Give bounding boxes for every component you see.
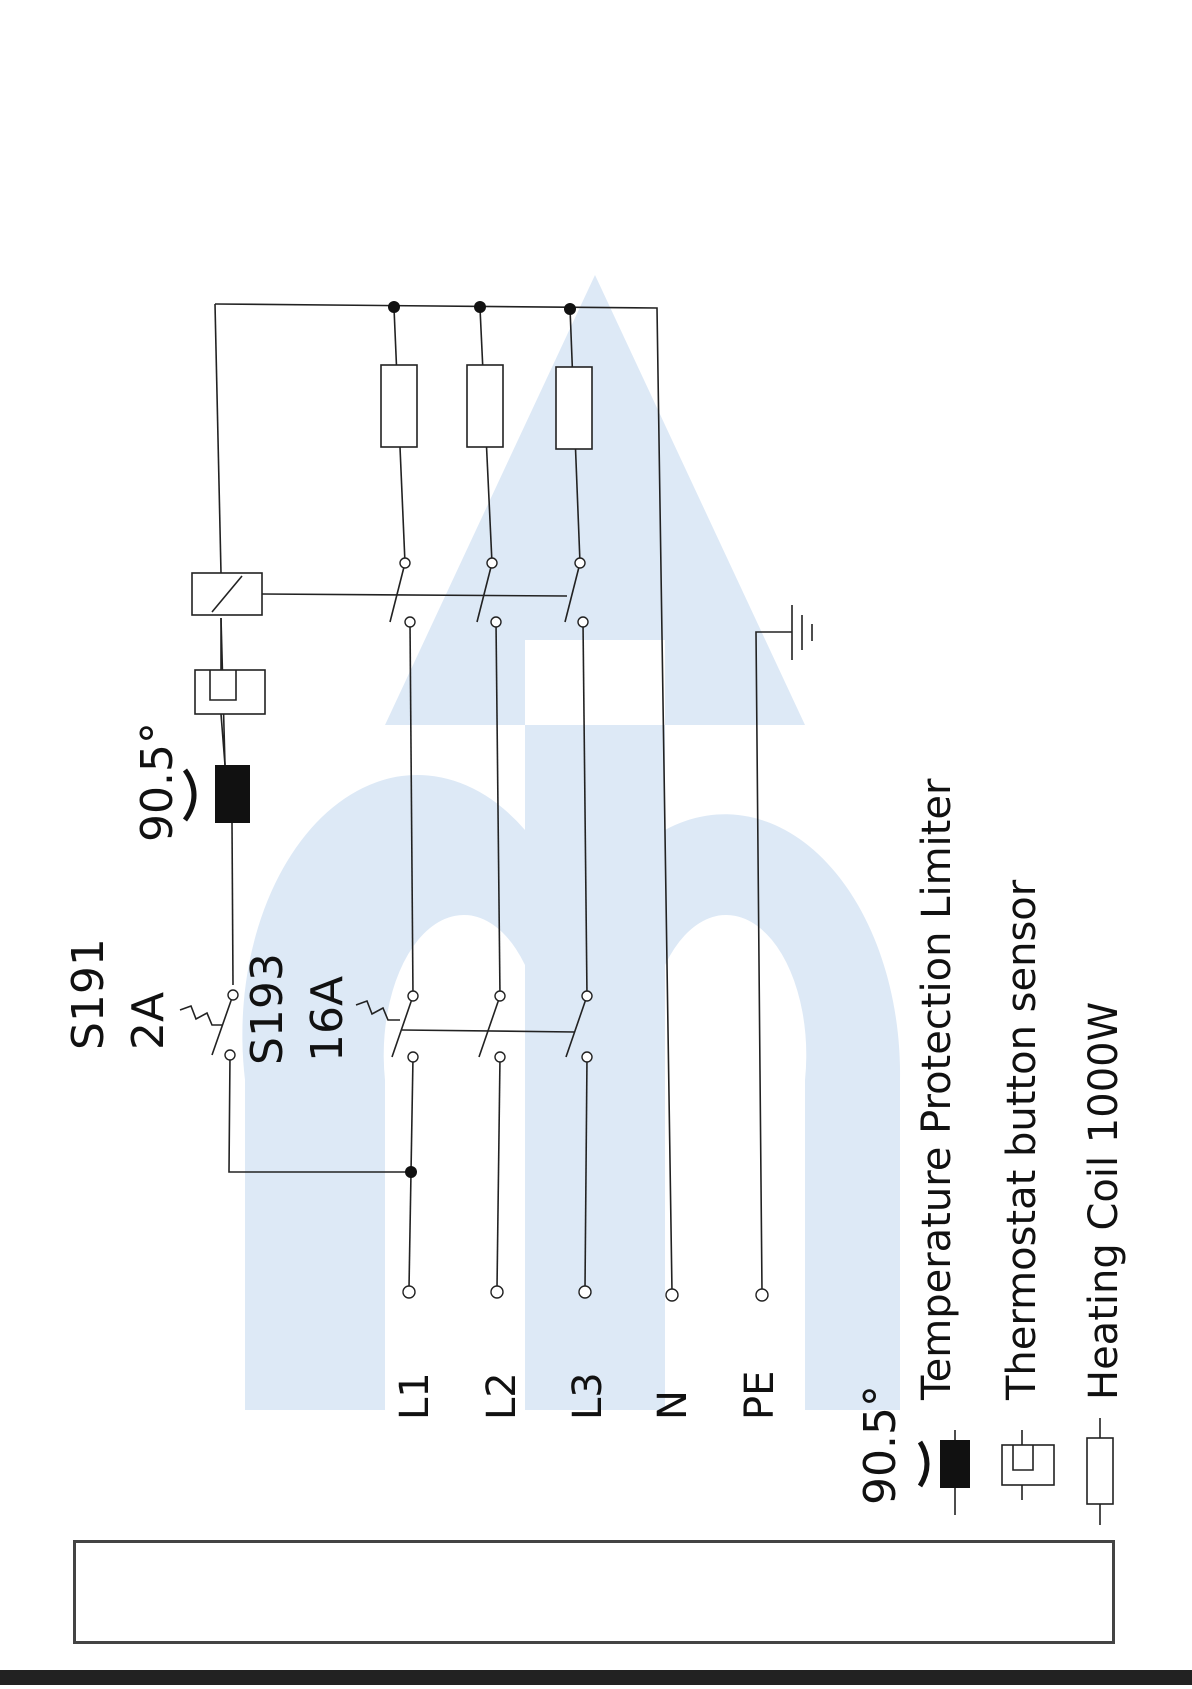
breaker-s193-name: S193 (242, 953, 293, 1065)
junction-dot (405, 1166, 417, 1178)
legend-limiter-icon (920, 1430, 970, 1515)
limiter-body (215, 765, 250, 823)
breaker-s193-rating: 16A (302, 976, 353, 1062)
legend-coil-icon (1087, 1418, 1113, 1525)
watermark-arch (242, 725, 900, 1410)
limiter-temp-label: 90.5° (132, 722, 183, 842)
breaker-terminal (408, 991, 418, 1001)
supply-terminal-l1 (403, 1286, 415, 1298)
l2-wire-feed (497, 1057, 500, 1288)
watermark-arrow-head (385, 275, 805, 725)
breaker-terminal (495, 991, 505, 1001)
supply-terminal-l3 (579, 1286, 591, 1298)
breaker-s191: S191 2A (63, 938, 238, 1060)
line-label-pe: PE (737, 1371, 783, 1420)
line-labels: L1 L2 L3 N PE (392, 1371, 783, 1420)
breaker-s193-contact-l1 (392, 996, 413, 1057)
legend-limiter-temp: 90.5° (855, 1385, 906, 1505)
breaker-terminal (582, 1052, 592, 1062)
line-label-l3: L3 (565, 1372, 611, 1420)
supply-terminal-pe (756, 1289, 768, 1301)
breaker-s191-thermal-symbol (180, 1006, 223, 1025)
bottom-edge-bar (0, 1670, 1192, 1685)
legend-thermostat-label: Thermostat button sensor (999, 879, 1045, 1401)
ground-icon (792, 605, 812, 660)
breaker-terminal (225, 1050, 235, 1060)
thermostat-sensor (195, 618, 265, 765)
line-label-n: N (650, 1390, 696, 1420)
junction-dot (474, 301, 486, 313)
supply-terminal-n (666, 1289, 678, 1301)
heating-coil (556, 367, 592, 449)
heating-coil (467, 365, 503, 447)
heating-coils (381, 365, 592, 449)
breaker-terminal (495, 1052, 505, 1062)
junction-dot (564, 303, 576, 315)
breaker-terminal (408, 1052, 418, 1062)
legend-thermostat-icon (1002, 1430, 1054, 1500)
junction-dot (388, 301, 400, 313)
contact-terminal (487, 558, 497, 568)
contact-terminal (575, 558, 585, 568)
line-label-l1: L1 (392, 1372, 438, 1420)
line-label-l2: L2 (479, 1372, 525, 1420)
breaker-s191-rating: 2A (123, 992, 174, 1050)
control-wire-lower (232, 823, 233, 985)
heating-coil (381, 365, 417, 447)
breaker-terminal (228, 990, 238, 1000)
legend-coil-label: Heating Coil 1000W (1081, 1002, 1127, 1400)
contact-terminal (405, 617, 415, 627)
contact-terminal (400, 558, 410, 568)
legend-limiter-label: Temperature Protection Limiter (914, 778, 960, 1401)
contact-terminal (578, 617, 588, 627)
breaker-s193-contact-l2 (479, 996, 500, 1057)
supply-terminal-l2 (491, 1286, 503, 1298)
breaker-s191-name: S191 (63, 938, 114, 1050)
thermostat-sensor-box (195, 670, 265, 714)
limiter-arc (185, 770, 194, 820)
control-wire-upper (215, 304, 221, 573)
notes-box (73, 1540, 1115, 1644)
contactor-contact-l1 (390, 563, 405, 622)
breaker-terminal (582, 991, 592, 1001)
contact-terminal (491, 617, 501, 627)
